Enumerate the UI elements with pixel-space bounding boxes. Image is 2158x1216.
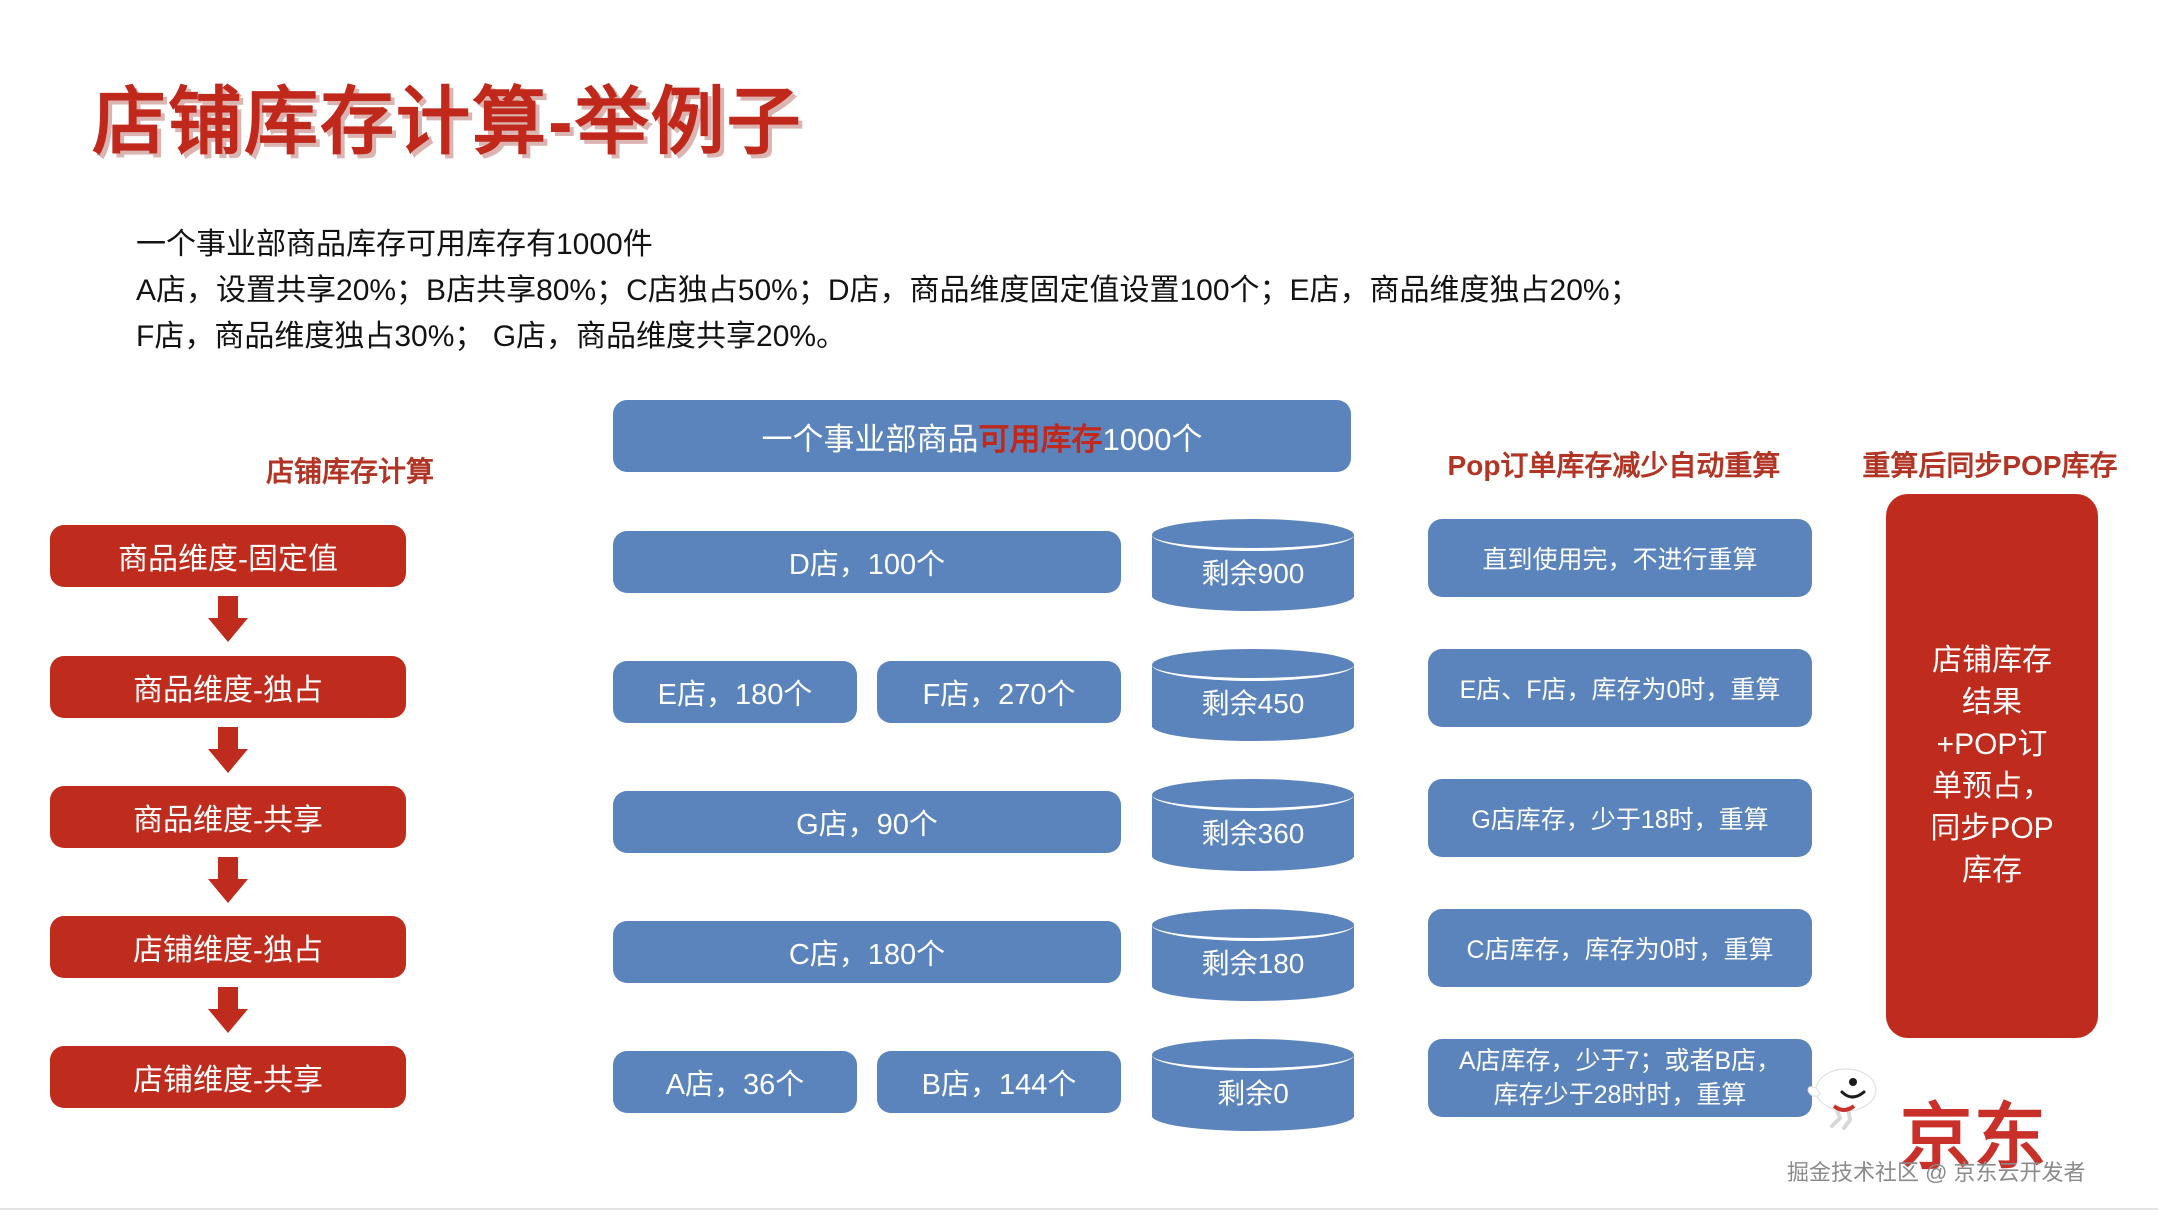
cylinder-top [1152,779,1354,811]
remaining-cylinder-1: 剩余900 [1152,519,1354,611]
step-box-5[interactable]: 店铺维度-共享 [50,1046,406,1108]
remaining-cylinder-4: 剩余180 [1152,909,1354,1001]
allocation-box-5-primary[interactable]: A店，36个 [613,1051,857,1113]
banner-prefix: 一个事业部商品 [761,421,979,457]
intro-paragraph: 一个事业部商品库存可用库存有1000件 A店，设置共享20%；B店共享80%；C… [136,222,2036,360]
step-box-3[interactable]: 商品维度-共享 [50,786,406,848]
result-line-6: 库存 [1961,854,2022,887]
jd-dog-mascot-icon [1807,1068,1877,1130]
remaining-label-2: 剩余450 [1201,688,1305,719]
recalc-rule-box-5-line2: 库存少于28时时，重算 [1493,1081,1747,1109]
allocation-box-3-primary[interactable]: G店，90个 [613,791,1121,853]
column-header-sync-pop: 重算后同步POP库存 [1862,450,2118,481]
remaining-label-3: 剩余360 [1201,818,1305,849]
cylinder-top [1152,1039,1354,1071]
result-line-1: 店铺库存 [1931,644,2052,677]
result-line-4: 单预占， [1931,770,2052,803]
column-header-pop-recalc: Pop订单库存减少自动重算 [1447,450,1781,481]
result-line-3: +POP订 [1936,728,2048,761]
recalc-rule-box-1[interactable]: 直到使用完，不进行重算 [1428,519,1812,597]
arrow-down-icon-3 [208,857,248,903]
intro-line-3: F店，商品维度独占30%； G店，商品维度共享20%。 [136,320,847,353]
arrow-down-icon-2 [208,727,248,773]
result-line-2: 结果 [1961,686,2022,719]
cylinder-top [1152,909,1354,941]
intro-line-1: 一个事业部商品库存可用库存有1000件 [136,228,653,261]
remaining-label-1: 剩余900 [1201,558,1305,589]
banner-highlight: 可用库存 [978,421,1103,457]
watermark-attribution: 掘金技术社区 @ 京东云开发者 [1787,1160,2086,1185]
recalc-rule-box-3[interactable]: G店库存，少于18时，重算 [1428,779,1812,857]
remaining-label-5: 剩余0 [1217,1078,1289,1109]
cylinder-bottom [1152,841,1354,871]
step-box-4[interactable]: 店铺维度-独占 [50,916,406,978]
allocation-box-2-secondary[interactable]: F店，270个 [877,661,1121,723]
cylinder-bottom [1152,971,1354,1001]
banner-suffix: 1000个 [1102,421,1203,457]
recalc-rule-box-4[interactable]: C店库存，库存为0时，重算 [1428,909,1812,987]
result-box-text: 店铺库存 结果 +POP订 单预占， 同步POP 库存 [1930,640,2053,892]
recalc-rule-box-5-line1: A店库存，少于7；或者B店， [1458,1047,1782,1075]
bottom-divider [0,1208,2158,1210]
allocation-box-4-primary[interactable]: C店，180个 [613,921,1121,983]
recalc-rule-box-5[interactable]: A店库存，少于7；或者B店， 库存少于28时时，重算 [1428,1039,1812,1117]
remaining-cylinder-5: 剩余0 [1152,1039,1354,1131]
remaining-label-4: 剩余180 [1201,948,1305,979]
cylinder-bottom [1152,711,1354,741]
shop-inventory-result-box[interactable]: 店铺库存 结果 +POP订 单预占， 同步POP 库存 [1886,494,2098,1038]
column-header-shop-inventory-calc: 店铺库存计算 [265,456,434,487]
intro-line-2: A店，设置共享20%；B店共享80%；C店独占50%；D店，商品维度固定值设置1… [136,274,1640,307]
recalc-rule-box-2[interactable]: E店、F店，库存为0时，重算 [1428,649,1812,727]
arrow-down-icon-1 [208,596,248,642]
cylinder-bottom [1152,581,1354,611]
cylinder-top [1152,519,1354,551]
cylinder-top [1152,649,1354,681]
page-title: 店铺库存计算-举例子 [92,80,803,163]
jd-logo-text: 京东 [1900,1098,2049,1178]
cylinder-bottom [1152,1101,1354,1131]
allocation-box-1-primary[interactable]: D店，100个 [613,531,1121,593]
allocation-box-5-secondary[interactable]: B店，144个 [877,1051,1121,1113]
arrow-down-icon-4 [208,987,248,1033]
result-line-5: 同步POP [1930,812,2054,845]
allocation-box-2-primary[interactable]: E店，180个 [613,661,857,723]
step-box-1[interactable]: 商品维度-固定值 [50,525,406,587]
remaining-cylinder-3: 剩余360 [1152,779,1354,871]
step-box-2[interactable]: 商品维度-独占 [50,656,406,718]
remaining-cylinder-2: 剩余450 [1152,649,1354,741]
